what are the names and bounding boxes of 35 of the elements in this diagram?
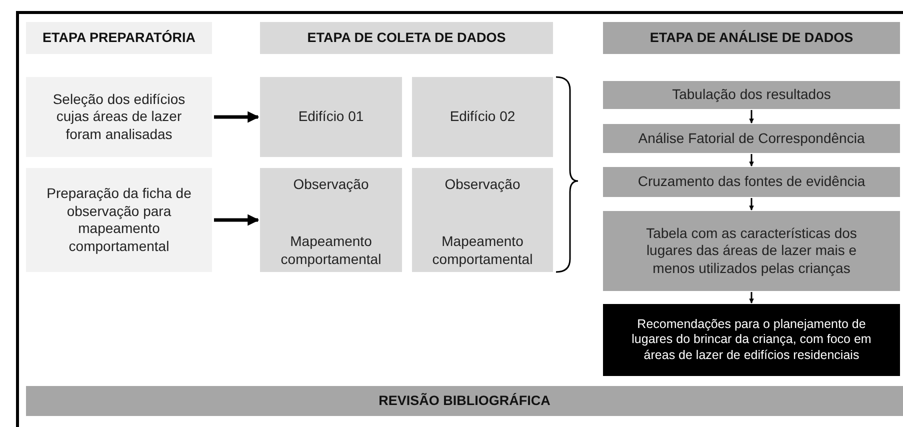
box-text: Observação [293,176,369,194]
stage-header [26,386,903,416]
box-text: Análise Fatorial de Correspondência [638,130,865,148]
process-box [603,304,900,376]
box-text: Cruzamento das fontes de evidência [638,173,866,191]
stage-header [603,22,900,54]
arrow [749,154,754,166]
box-text: Mapeamento comportamental [431,233,534,268]
process-box [260,168,402,272]
process-box [412,168,553,272]
process-box [603,124,900,153]
arrow [749,198,754,210]
process-box [412,77,553,157]
box-text: Recomendações para o planejamento de lugares do brincar da criança, com foco em áreas de lazer de edifícios residenciais [630,316,872,364]
box-text: ETAPA DE ANÁLISE DE DADOS [650,30,854,46]
box-text: Edifício 01 [298,108,364,126]
arrow [749,110,754,124]
arrow [214,214,260,226]
arrow [749,292,754,304]
box-text: Mapeamento comportamental [280,233,382,268]
box-text: ETAPA PREPARATÓRIA [42,30,196,46]
box-text: Seleção dos edifícios cujas áreas de lazer foram analisadas [52,90,186,144]
box-text: Observação [444,176,520,194]
process-box [603,211,900,291]
box-text: Preparação da ficha de observação para mapeamento comportamental [46,185,192,255]
box-text: ETAPA DE COLETA DE DADOS [307,30,506,46]
stage-header [260,22,553,54]
box-text: Edifício 02 [450,108,516,126]
arrow [214,111,260,123]
process-box [603,167,900,197]
box-text: REVISÃO BIBLIOGRÁFICA [378,392,550,410]
box-text: Tabulação dos resultados [672,86,831,104]
box-text: Tabela com as características dos lugares das áreas de lazer mais e menos utilizados pelas crianças [645,224,858,278]
process-box [260,77,402,157]
process-box [603,81,900,109]
